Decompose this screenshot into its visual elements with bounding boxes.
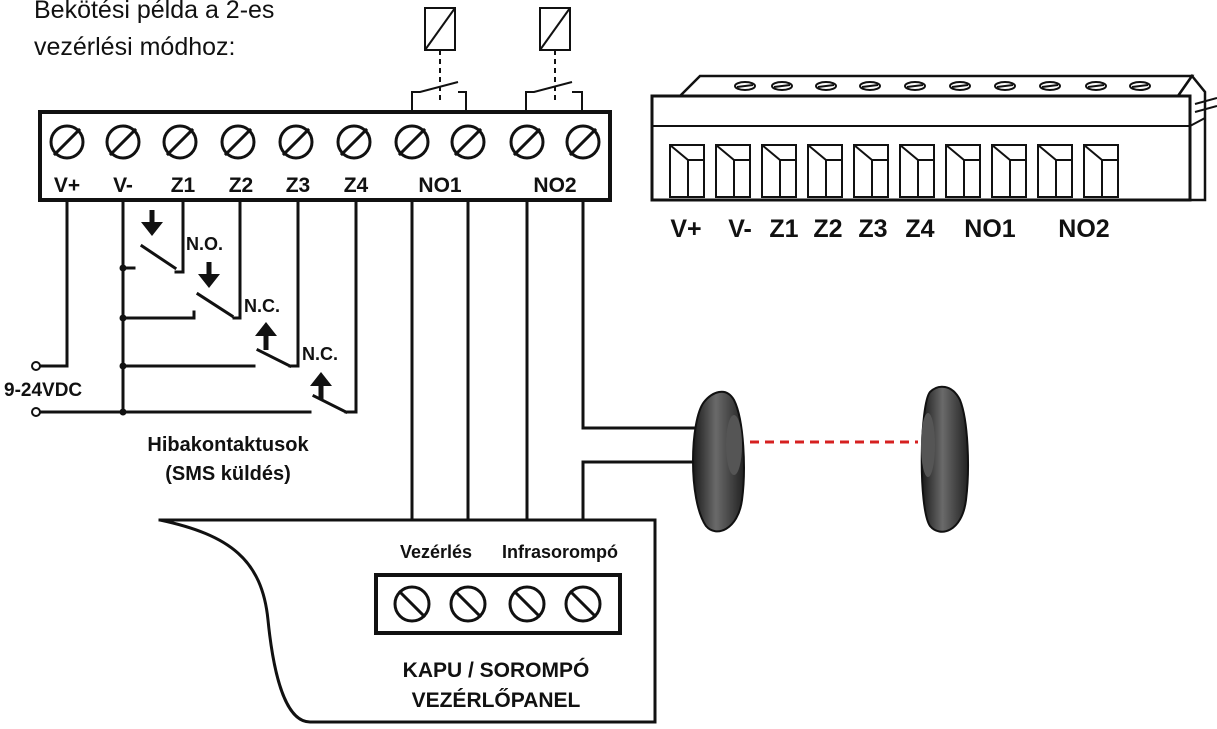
panel-terminal-block: [374, 573, 622, 635]
power-wiring: 9-24VDC: [4, 198, 125, 417]
terminal-label-vminus: V-: [113, 174, 133, 197]
panel-title-line-1: KAPU / SOROMPÓ: [403, 658, 590, 682]
screw-icon: [49, 124, 85, 160]
relay-no1: [411, 7, 467, 110]
fault-contacts-subtitle: (SMS küldés): [165, 463, 291, 485]
connector-label-z1: Z1: [769, 215, 798, 243]
panel-label-control: Vezérlés: [400, 542, 472, 562]
screw-icon: [565, 124, 601, 160]
power-label: 9-24VDC: [4, 380, 82, 401]
connector-label-z4: Z4: [905, 215, 934, 243]
terminal-label-z4: Z4: [344, 174, 369, 197]
screw-icon: [162, 124, 198, 160]
screw-icon: [220, 124, 256, 160]
panel-label-infra: Infrasorompó: [502, 542, 618, 562]
connector-slots: [669, 144, 1119, 198]
connector-3d: V+ V- Z1 Z2 Z3 Z4 NO1 NO2: [650, 73, 1217, 243]
nc-label-1: N.C.: [244, 296, 280, 316]
arrow-down-icon: [198, 262, 220, 288]
terminal-block: V+ V- Z1 Z2 Z3 Z4 NO1 NO2: [38, 110, 612, 202]
connector-label-z3: Z3: [858, 215, 887, 243]
terminal-label-no2: NO2: [533, 174, 576, 197]
terminal-screws: [49, 124, 601, 160]
terminal-label-no1: NO1: [418, 174, 462, 197]
connector-screw-heads: [734, 81, 1151, 91]
screw-icon: [449, 585, 487, 623]
fault-contacts-title: Hibakontaktusok: [147, 434, 309, 456]
connector-label-no2: NO2: [1058, 215, 1109, 243]
panel-title-line-2: VEZÉRLŐPANEL: [412, 689, 581, 712]
terminal-label-vplus: V+: [54, 174, 80, 197]
screw-icon: [508, 585, 546, 623]
connector-label-vplus: V+: [670, 215, 701, 243]
no-label: N.O.: [186, 234, 223, 254]
terminal-label-z3: Z3: [286, 174, 311, 197]
contact-switches: N.O. N.C. N.C.: [119, 198, 358, 416]
infrared-receiver-icon: [920, 385, 969, 533]
terminal-label-z2: Z2: [229, 174, 254, 197]
connector-label-no1: NO1: [964, 215, 1016, 243]
arrow-up-icon: [255, 322, 277, 350]
arrow-up-icon: [310, 372, 332, 400]
connector-label-z2: Z2: [813, 215, 842, 243]
terminal-label-z1: Z1: [171, 174, 196, 197]
nc-label-2: N.C.: [302, 344, 338, 364]
screw-icon: [564, 585, 602, 623]
screw-icon: [509, 124, 545, 160]
caption-line-1: Bekötési példa a 2-es: [34, 0, 274, 24]
screw-icon: [105, 124, 141, 160]
connector-label-vminus: V-: [728, 215, 752, 243]
screw-icon: [336, 124, 372, 160]
infrared-transmitter-icon: [692, 390, 745, 533]
caption-line-2: vezérlési módhoz:: [34, 33, 235, 61]
screw-icon: [393, 585, 431, 623]
screw-icon: [278, 124, 314, 160]
arrow-down-icon: [141, 210, 163, 236]
screw-icon: [450, 124, 486, 160]
relay-no2: [525, 7, 583, 110]
screw-icon: [394, 124, 430, 160]
